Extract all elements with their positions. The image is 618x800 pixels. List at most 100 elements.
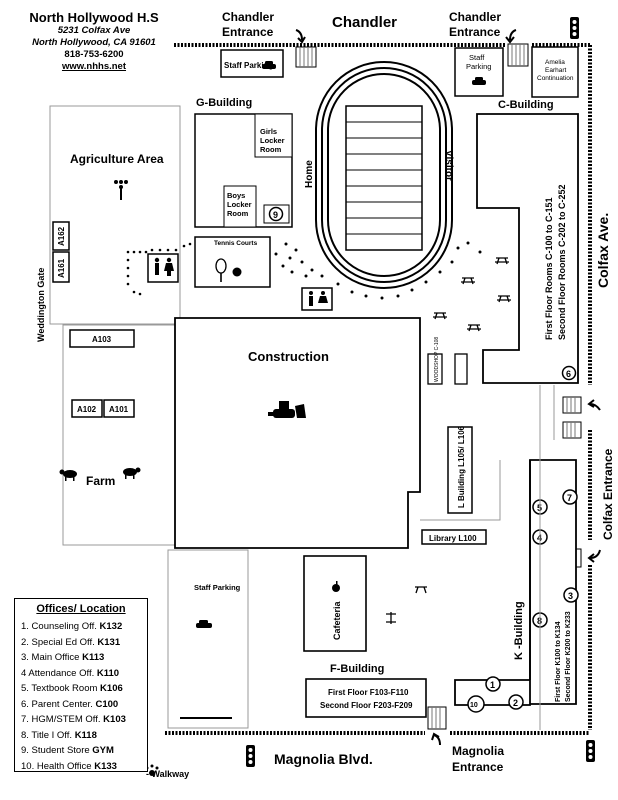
street-magnolia: Magnolia Blvd. [274, 751, 373, 767]
chandler-entrance-left-1: Chandler [222, 10, 274, 24]
f-rooms-first: First Floor F103-F110 [328, 688, 409, 697]
amelia-3: Continuation [537, 75, 574, 82]
f-building [305, 678, 427, 718]
offices-legend: Offices/ Location 1. Counseling Off. K13… [14, 598, 148, 772]
magnolia-entrance-2: Entrance [452, 760, 504, 774]
legend-item: 3. Main Office K113 [21, 650, 147, 666]
school-name: North Hollywood H.S [29, 10, 159, 25]
marker-9-label: 9 [273, 210, 278, 220]
legend-item-label: 1. Counseling Off. [21, 621, 100, 632]
girls-locker-room [254, 113, 293, 158]
room-a161: A161 [57, 258, 66, 278]
construction-label: Construction [248, 349, 329, 364]
staff-parking-bottom [167, 549, 249, 729]
legend-item-room: K133 [94, 760, 117, 772]
traffic-light-icon [246, 17, 595, 767]
woodshop-label: WOODSHOP C-108 [434, 337, 440, 382]
staff-parking-tr-2: Parking [466, 62, 491, 71]
legend-item-label: 9. Student Store [21, 745, 93, 756]
woodshop-annex [454, 353, 468, 385]
apple-icon [332, 581, 340, 592]
chandler-entrance-right-1: Chandler [449, 10, 501, 24]
marker-3-label: 3 [568, 591, 573, 601]
staff-parking-top-left-label: Staff Parking [224, 61, 273, 70]
walkway-legend: - Walkway [146, 769, 190, 779]
legend-item: 9. Student Store GYM [21, 743, 147, 759]
running-track [315, 61, 453, 289]
cow-icon [59, 469, 77, 481]
agriculture-label: Agriculture Area [70, 152, 164, 166]
amelia-1: Amelia [545, 59, 565, 66]
marker-3 [563, 587, 579, 603]
construction-area [174, 317, 421, 549]
marker-10 [467, 695, 485, 713]
school-address-2: North Hollywood, CA 91601 [32, 37, 156, 48]
picnic-table-icon [386, 257, 511, 624]
fence-north [165, 43, 592, 735]
car-icon [196, 620, 212, 628]
farm-area [62, 324, 176, 546]
legend-item: 4 Attendance Off. K110 [21, 666, 147, 682]
weddington-gate: Weddington Gate [36, 268, 46, 342]
car-icon [472, 77, 486, 85]
marker-10-label: 10 [470, 702, 478, 709]
chandler-entrance-left-2: Entrance [222, 25, 274, 39]
bulldozer-icon [268, 401, 306, 418]
f-rooms-second: Second Floor F203-F209 [320, 701, 413, 710]
legend-item: 7. HGM/STEM Off. K103 [21, 712, 147, 728]
legend-item-room: K131 [97, 636, 121, 648]
legend-item: 2. Special Ed Off. K131 [21, 635, 147, 651]
legend-item-room: K132 [99, 621, 123, 632]
room-a101: A101 [109, 405, 129, 414]
school-header: North Hollywood H.S 5231 Colfax Ave Nort… [14, 10, 174, 73]
g-building-label: G-Building [196, 97, 252, 109]
path-lines [420, 385, 555, 730]
tennis-courts-label: Tennis Courts [214, 240, 258, 247]
boys-locker-3: Room [227, 209, 249, 218]
legend-item-room: C100 [95, 698, 119, 710]
marker-6 [561, 365, 577, 381]
girls-locker-1: Girls [260, 127, 277, 136]
legend-item-room: K110 [96, 667, 120, 679]
c-building-label: C-Building [498, 99, 554, 111]
street-colfax: Colfax Ave. [595, 213, 611, 288]
flower-icon [114, 180, 128, 200]
l-building [447, 426, 473, 514]
library [421, 529, 487, 545]
tennis-icon [215, 258, 242, 282]
c-rooms-second: Second Floor Rooms C-202 to C-252 [557, 184, 567, 340]
c-building [476, 113, 579, 384]
farm-label: Farm [86, 474, 115, 488]
library-label: Library L100 [429, 534, 477, 543]
legend-item-label: 6. Parent Center. [21, 698, 96, 710]
school-website-link[interactable]: www.nhhs.net [61, 61, 127, 72]
marker-1 [485, 676, 501, 692]
amelia-2: Earhart [545, 67, 567, 74]
k-building-label: K -Building [513, 601, 525, 660]
l-building-label: L Building L105/ L106 [457, 425, 466, 508]
staff-parking-label: Staff Parking [194, 583, 241, 592]
marker-1-label: 1 [490, 680, 495, 690]
legend-item-label: 2. Special Ed Off. [21, 636, 98, 648]
legend-item-room: K118 [74, 729, 97, 741]
chandler-entrance-right-2: Entrance [449, 25, 501, 39]
boys-locker-room [223, 185, 257, 228]
shrub-dots [274, 241, 482, 300]
walkway-paw-trail [126, 242, 192, 296]
k-rooms-second: Second Floor K200 to K233 [565, 611, 572, 702]
legend-item-label: 8. Title I Off. [21, 729, 75, 741]
legend-item-room: K103 [103, 714, 126, 725]
legend-list: 1. Counseling Off. K132 2. Special Ed Of… [15, 619, 147, 774]
tennis-courts [194, 236, 271, 288]
boys-locker-2: Locker [227, 200, 252, 209]
marker-9 [268, 206, 284, 222]
restroom-icon [301, 287, 333, 311]
restroom-icon [147, 253, 179, 283]
legend-item-room: K106 [100, 683, 123, 694]
c-rooms-first: First Floor Rooms C-100 to C-151 [544, 197, 554, 340]
colfax-entrance: Colfax Entrance [601, 448, 615, 540]
girls-locker-2: Locker [260, 136, 285, 145]
room-a103: A103 [92, 335, 112, 344]
marker-6-label: 6 [566, 369, 571, 379]
